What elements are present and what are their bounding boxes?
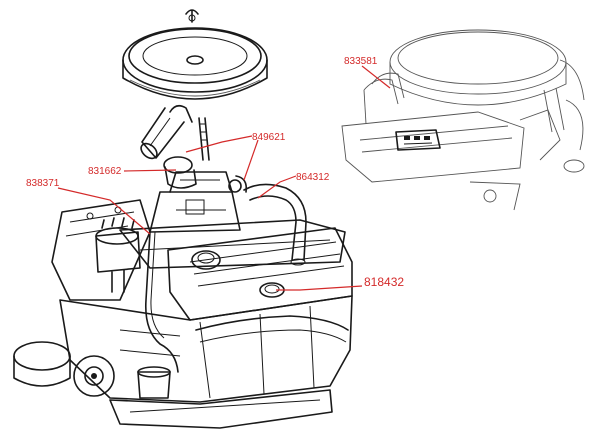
carburetor-gasket [163, 156, 197, 189]
engine-block [59, 295, 353, 403]
vacuum-line [144, 231, 179, 373]
label-818432: 818432 [364, 275, 404, 289]
inset-breather-tube [363, 72, 405, 125]
leader-831662 [123, 169, 177, 172]
intake-manifold [119, 219, 346, 269]
left-cylinder-head [51, 199, 151, 301]
callout-leaders [57, 65, 391, 291]
callout-labels: 831662 849621 838371 864312 818432 83358… [26, 56, 404, 289]
inset-accessories [469, 59, 585, 211]
label-831662: 831662 [88, 166, 122, 177]
water-pump [13, 341, 115, 397]
air-cleaner-snorkel [140, 107, 185, 160]
oil-filter [137, 366, 171, 399]
right-valve-cover [167, 227, 353, 321]
breather-elbow [169, 104, 193, 123]
label-833581: 833581 [344, 56, 378, 67]
inset-air-cleaner [389, 29, 567, 106]
distributor [95, 217, 141, 293]
leader-833581 [361, 65, 391, 89]
inset-emission-decal [395, 129, 441, 151]
label-864312: 864312 [296, 172, 330, 183]
leader-864312 [257, 175, 297, 199]
inset-valve-cover [341, 111, 525, 183]
label-838371: 838371 [26, 178, 60, 189]
inset-engine-illustration [341, 29, 585, 211]
pcv-valve [198, 117, 210, 161]
leader-818432 [276, 285, 363, 291]
main-engine-illustration [13, 9, 353, 429]
label-849621: 849621 [252, 132, 286, 143]
valve-cover-hose [243, 183, 307, 266]
oil-pan [109, 389, 333, 429]
carburetor [149, 171, 248, 233]
leader-838371 [57, 187, 151, 235]
exhaust-manifold [195, 315, 349, 343]
air-cleaner [122, 27, 268, 100]
wing-nut [185, 9, 199, 23]
leader-849621-b [243, 139, 259, 181]
leader-849621 [185, 135, 253, 153]
